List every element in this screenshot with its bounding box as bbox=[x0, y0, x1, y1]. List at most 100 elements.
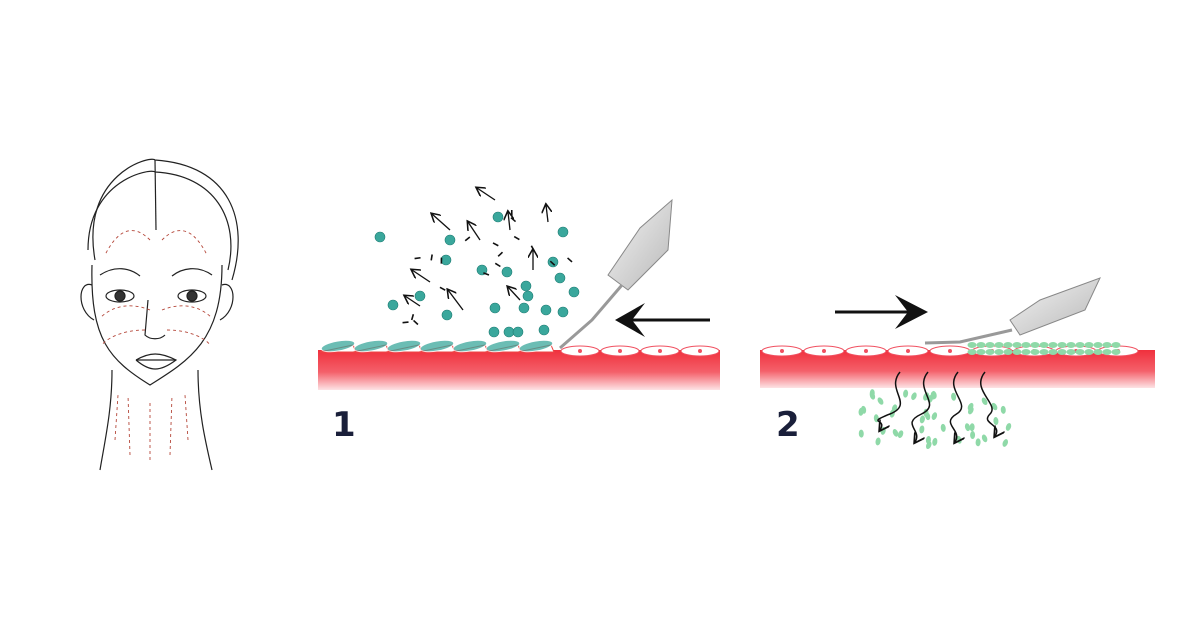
spatula-tool-icon bbox=[924, 277, 1101, 345]
particle bbox=[501, 266, 513, 278]
debris bbox=[567, 257, 573, 263]
absorbed-droplet bbox=[875, 437, 881, 446]
absorbed-droplet bbox=[975, 438, 981, 447]
debris bbox=[464, 236, 471, 242]
flaking-cell bbox=[485, 339, 521, 353]
arrow-icon bbox=[508, 287, 521, 301]
absorbed-droplet bbox=[911, 392, 917, 401]
flaking-cell bbox=[386, 339, 422, 353]
particle bbox=[520, 280, 532, 292]
absorbed-droplet bbox=[931, 412, 938, 420]
absorption-arrow-icon bbox=[877, 371, 902, 430]
debris bbox=[414, 256, 421, 260]
particle bbox=[492, 211, 504, 223]
cell-nucleus bbox=[948, 349, 952, 353]
absorbed-droplet bbox=[919, 415, 925, 424]
face-massage-lines-drawing bbox=[80, 158, 239, 471]
serum-droplet bbox=[1057, 349, 1067, 355]
arrow-icon bbox=[477, 188, 496, 201]
flaking-cell bbox=[518, 339, 554, 353]
serum-droplet bbox=[994, 342, 1004, 348]
debris bbox=[410, 314, 415, 321]
absorbed-droplet bbox=[903, 389, 909, 398]
particle bbox=[387, 299, 399, 311]
arrow-icon bbox=[432, 214, 451, 231]
serum-droplet bbox=[967, 342, 977, 348]
serum-droplet bbox=[1084, 342, 1094, 348]
spatula-tool-icon bbox=[559, 198, 673, 350]
particle bbox=[557, 306, 569, 318]
debris bbox=[430, 254, 433, 261]
absorbed-droplet bbox=[970, 431, 976, 440]
debris bbox=[439, 286, 446, 291]
absorption-arrow-icon bbox=[949, 371, 961, 442]
absorption-arrows bbox=[877, 371, 997, 442]
absorbed-droplet bbox=[919, 425, 925, 434]
serum-droplet bbox=[1021, 342, 1031, 348]
debris bbox=[402, 321, 409, 324]
absorbed-droplet bbox=[930, 391, 936, 400]
serum-droplet bbox=[1012, 349, 1022, 355]
serum-droplet bbox=[994, 349, 1004, 355]
particle bbox=[489, 302, 501, 314]
absorption-arrow-icon bbox=[979, 371, 997, 436]
step1-panel bbox=[318, 188, 720, 390]
particle bbox=[503, 326, 515, 338]
serum-droplet bbox=[1111, 342, 1121, 348]
absorbed-droplet bbox=[892, 429, 899, 437]
serum-droplets bbox=[858, 342, 1121, 449]
absorbed-droplet bbox=[951, 392, 957, 401]
flaking-cell bbox=[419, 339, 455, 353]
serum-droplet bbox=[1030, 342, 1040, 348]
particle bbox=[547, 256, 559, 268]
particle bbox=[518, 302, 530, 314]
serum-droplet bbox=[1066, 349, 1076, 355]
serum-droplet bbox=[1039, 342, 1049, 348]
debris bbox=[510, 217, 517, 223]
particle bbox=[374, 231, 386, 243]
absorbed-droplet bbox=[981, 397, 988, 406]
serum-droplet bbox=[1021, 349, 1031, 355]
absorption-arrow-icon bbox=[911, 371, 931, 442]
particle bbox=[414, 290, 426, 302]
absorbed-droplet bbox=[981, 434, 988, 443]
absorbed-droplet bbox=[940, 423, 946, 432]
particle bbox=[557, 226, 569, 238]
absorbed-droplet bbox=[869, 391, 876, 400]
debris bbox=[412, 319, 419, 326]
particle bbox=[554, 272, 566, 284]
particle bbox=[568, 286, 580, 298]
absorbed-droplet bbox=[932, 437, 938, 446]
serum-droplet bbox=[1039, 349, 1049, 355]
serum-droplet bbox=[1084, 349, 1094, 355]
serum-droplet bbox=[1057, 342, 1067, 348]
cell-nucleus bbox=[822, 349, 826, 353]
serum-droplet bbox=[1075, 342, 1085, 348]
cell-nucleus bbox=[658, 349, 662, 353]
debris bbox=[483, 272, 490, 276]
particle bbox=[512, 326, 524, 338]
absorbed-droplet bbox=[925, 441, 932, 449]
serum-droplet bbox=[1075, 349, 1085, 355]
cell-nucleus bbox=[618, 349, 622, 353]
serum-droplet bbox=[1048, 349, 1058, 355]
serum-droplet bbox=[1102, 349, 1112, 355]
arrow-icon bbox=[412, 270, 431, 283]
serum-droplet bbox=[1111, 349, 1121, 355]
skin-cells bbox=[319, 339, 720, 357]
serum-droplet bbox=[976, 342, 986, 348]
step2-panel bbox=[760, 277, 1155, 449]
absorbed-droplet bbox=[897, 430, 904, 438]
serum-droplet bbox=[1003, 342, 1013, 348]
serum-droplet bbox=[1012, 342, 1022, 348]
arrow-right-icon bbox=[835, 295, 928, 329]
cell-nucleus bbox=[578, 349, 582, 353]
debris bbox=[549, 260, 556, 266]
particle bbox=[441, 309, 453, 321]
debris bbox=[492, 242, 499, 247]
serum-droplet bbox=[1102, 342, 1112, 348]
arrow-left-icon bbox=[615, 303, 710, 337]
skin-layer bbox=[318, 350, 720, 390]
serum-droplet bbox=[1066, 342, 1076, 348]
absorbed-droplet bbox=[858, 429, 864, 438]
